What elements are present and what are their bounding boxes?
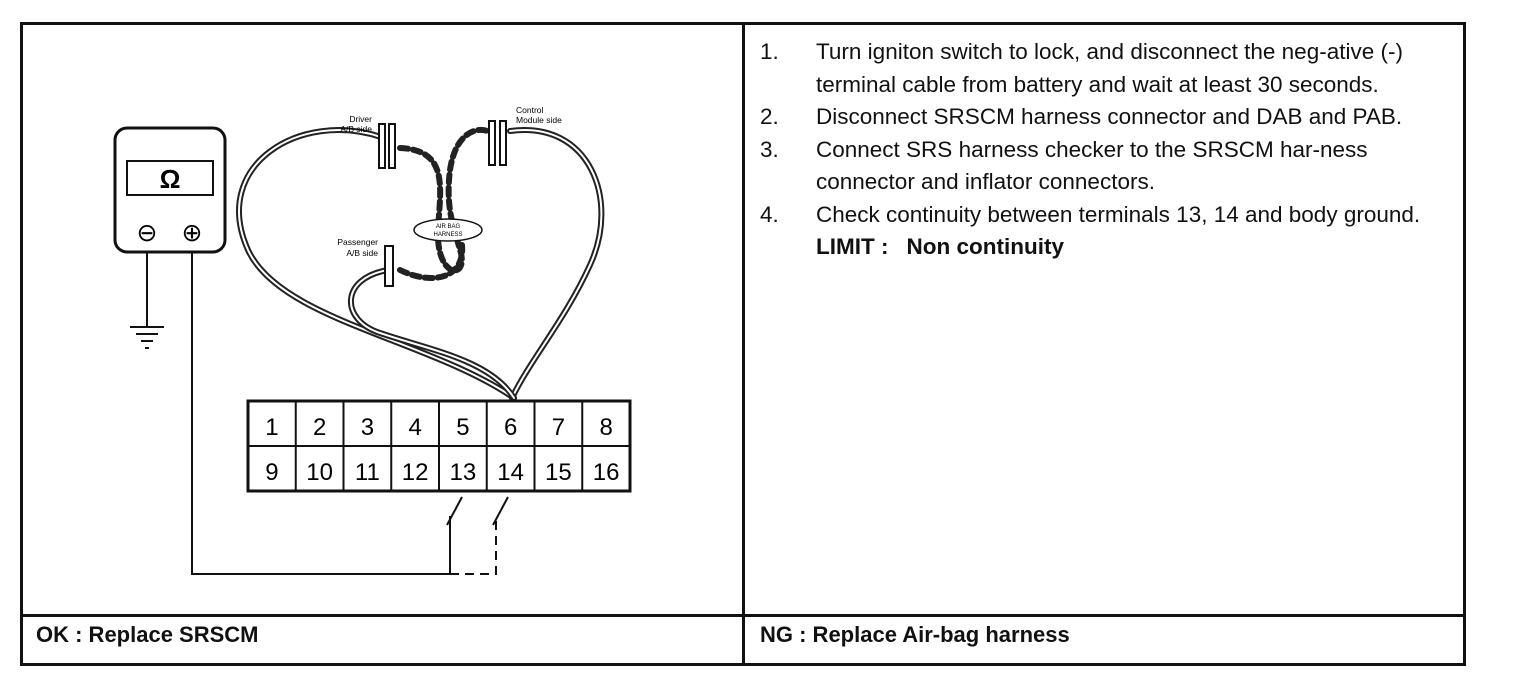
terminal-pin-label: 16 bbox=[593, 459, 620, 486]
terminal-pin-label: 14 bbox=[497, 459, 524, 486]
passenger-ab-connector bbox=[384, 245, 394, 287]
test-lead bbox=[191, 252, 509, 575]
harness-wires bbox=[236, 126, 605, 401]
step-2: 2. Disconnect SRSCM harness connector and… bbox=[760, 101, 1460, 134]
limit-label: LIMIT : bbox=[816, 234, 889, 259]
step-number: 2. bbox=[760, 104, 779, 129]
step-number: 1. bbox=[760, 39, 779, 64]
terminal-pin-label: 3 bbox=[361, 414, 374, 441]
terminal-pin-label: 7 bbox=[552, 414, 565, 441]
terminal-pin-label: 9 bbox=[265, 459, 278, 486]
terminal-pin-label: 5 bbox=[456, 414, 469, 441]
step-4: 4. Check continuity between terminals 13,… bbox=[760, 199, 1460, 264]
step-text: Disconnect SRSCM harness connector and D… bbox=[816, 104, 1403, 129]
driver-label-line1: Driver bbox=[349, 114, 372, 124]
terminal-pin-label: 6 bbox=[504, 414, 517, 441]
passenger-label-line1: Passenger bbox=[337, 237, 378, 247]
terminal-pin-label: 4 bbox=[408, 414, 421, 441]
footer-divider bbox=[20, 614, 1466, 617]
harness-label-line2: HARNESS bbox=[433, 232, 462, 238]
procedure-steps: 1. Turn igniton switch to lock, and disco… bbox=[760, 36, 1460, 264]
column-divider bbox=[742, 22, 745, 666]
terminal-pin-label: 10 bbox=[306, 459, 333, 486]
control-label-line1: Control bbox=[516, 105, 544, 115]
driver-label-line2: A/B side bbox=[340, 124, 372, 134]
ng-result: NG : Replace Air-bag harness bbox=[760, 622, 1070, 647]
ok-result: OK : Replace SRSCM bbox=[36, 622, 259, 647]
step-1: 1. Turn igniton switch to lock, and disco… bbox=[760, 36, 1460, 101]
passenger-label-line2: A/B side bbox=[346, 248, 378, 258]
step-number: 3. bbox=[760, 136, 779, 162]
step-text: Turn igniton switch to lock, and disconn… bbox=[816, 39, 1403, 97]
terminal-pin-label: 8 bbox=[599, 414, 612, 441]
terminal-pin-label: 2 bbox=[313, 414, 326, 441]
driver-ab-connector bbox=[378, 123, 396, 169]
step-text: Check continuity between terminals 13, 1… bbox=[816, 201, 1421, 227]
terminal-pin-label: 15 bbox=[545, 459, 572, 486]
control-module-connector bbox=[488, 120, 507, 166]
ground-lead bbox=[130, 252, 164, 349]
minus-terminal-icon: ⊖ bbox=[137, 219, 158, 247]
plus-terminal-icon: ⊕ bbox=[182, 219, 203, 247]
ohm-symbol: Ω bbox=[160, 164, 181, 194]
terminal-pin-label: 1 bbox=[265, 414, 278, 441]
step-number: 4. bbox=[760, 201, 779, 227]
terminal-pin-label: 13 bbox=[450, 459, 477, 486]
wiring-diagram: Ω ⊖ ⊕ AIR BAG bbox=[113, 105, 632, 575]
ohmmeter: Ω ⊖ ⊕ bbox=[113, 126, 227, 254]
terminal-pin-label: 12 bbox=[402, 459, 429, 486]
harness-checker bbox=[413, 218, 483, 242]
limit-value: Non continuity bbox=[906, 234, 1064, 259]
step-text: Connect SRS harness checker to the SRSCM… bbox=[816, 136, 1368, 195]
step-3: 3. Connect SRS harness checker to the SRS… bbox=[760, 134, 1460, 199]
control-label-line2: Module side bbox=[516, 115, 562, 125]
harness-label-line1: AIR BAG bbox=[436, 224, 461, 230]
terminal-pin-label: 11 bbox=[355, 459, 380, 486]
limit-spec: LIMIT : Non continuity bbox=[816, 231, 1460, 264]
